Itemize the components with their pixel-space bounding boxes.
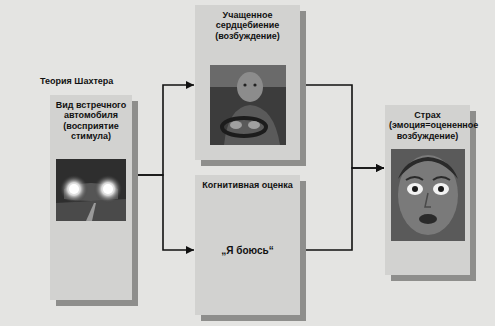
connector-arrow	[300, 168, 384, 250]
box-heading: Страх (эмоция=оцененное возбуждение)	[389, 110, 466, 141]
box-heading: Когнитивная оценка	[202, 180, 292, 190]
process-box: Когнитивная оценка „Я боюсь“	[195, 175, 300, 315]
frightened-face-photo	[391, 149, 465, 241]
driver-photo	[210, 65, 286, 145]
connector-arrow	[300, 85, 384, 168]
car-headlights-photo	[56, 159, 126, 221]
box-heading: Учащенное сердцебиение (возбуждение)	[199, 10, 296, 41]
process-box: Учащенное сердцебиение (возбуждение)	[195, 5, 300, 160]
connector-arrow	[132, 175, 194, 250]
process-box: Страх (эмоция=оцененное возбуждение)	[385, 105, 470, 275]
box-text: „Я боюсь“	[221, 245, 273, 257]
box-heading: Вид встречного автомобиля (восприятие ст…	[54, 100, 128, 141]
process-box: Вид встречного автомобиля (восприятие ст…	[50, 95, 132, 300]
diagram-title: Теория Шахтера	[40, 76, 113, 86]
connector-arrow	[132, 85, 194, 175]
